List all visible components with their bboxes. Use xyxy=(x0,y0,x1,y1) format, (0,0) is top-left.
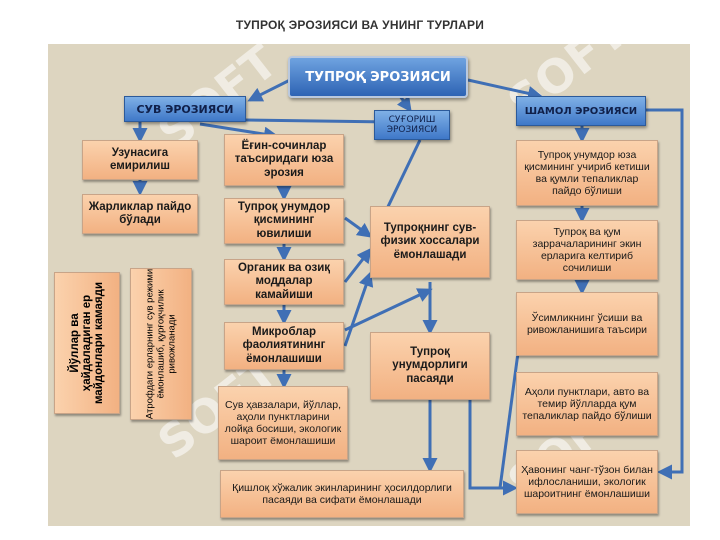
node-nutrient-decline: Органик ва озиқ моддалар камайиши xyxy=(224,259,344,305)
node-fertility-decline: Тупроқ унумдорлиги пасаяди xyxy=(370,332,490,400)
node-reservoir-silting: Сув ҳавзалари, йўллар, аҳоли пунктларини… xyxy=(218,386,348,460)
node-wind-erosion: ШАМОЛ ЭРОЗИЯСИ xyxy=(516,96,646,126)
node-longitudinal-erosion: Узунасига емирилиш xyxy=(82,140,198,180)
node-ravines: Жарликлар пайдо бўлади xyxy=(82,194,198,234)
node-water-erosion: СУВ ЭРОЗИЯСИ xyxy=(124,96,246,122)
page-title: ТУПРОҚ ЭРОЗИЯСИ ВА УНИНГ ТУРЛАРИ xyxy=(235,18,485,32)
node-wind-air-pollution: Ҳавонинг чанг-тўзон билан ифлосланиши, э… xyxy=(516,450,658,514)
node-rain-surface-erosion: Ёғин-сочинлар таъсиридаги юза эрозия xyxy=(224,134,344,186)
node-roads-fields-label: Йўллар ва ҳайдаладиган ер майдонлари кам… xyxy=(69,281,105,405)
node-irrigation-erosion: СУҒОРИШ ЭРОЗИЯСИ xyxy=(374,110,450,140)
node-roads-fields: Йўллар ва ҳайдаладиган ер майдонлари кам… xyxy=(54,272,120,414)
node-wind-plant-growth: Ўсимликнинг ўсиши ва ривожланишига таъси… xyxy=(516,292,658,356)
node-surrounding-lands: Атрофдаги ерларнинг сув режими ёмонлашиб… xyxy=(130,268,192,420)
node-physical-properties: Тупроқнинг сув-физик хоссалари ёмонлашад… xyxy=(370,206,490,278)
main-node-soil-erosion: ТУПРОҚ ЭРОЗИЯСИ xyxy=(288,56,468,98)
node-microbe-activity: Микроблар фаолиятининг ёмонлашиши xyxy=(224,322,344,370)
node-wind-topsoil-removal: Тупроқ унумдор юза қисмининг учириб кети… xyxy=(516,140,658,206)
node-wind-sand-dunes: Аҳоли пунктлари, авто ва темир йўлларда … xyxy=(516,372,658,436)
node-crop-yield-decline: Қишлоқ хўжалик экинларининг ҳосилдорлиги… xyxy=(220,470,464,518)
node-topsoil-washing: Тупроқ унумдор қисмининг ювилиши xyxy=(224,198,344,244)
node-wind-particle-deposition: Тупроқ ва қум заррачаларининг экин ерлар… xyxy=(516,220,658,280)
node-surrounding-lands-label: Атрофдаги ерларнинг сув режими ёмонлашиб… xyxy=(144,268,178,420)
